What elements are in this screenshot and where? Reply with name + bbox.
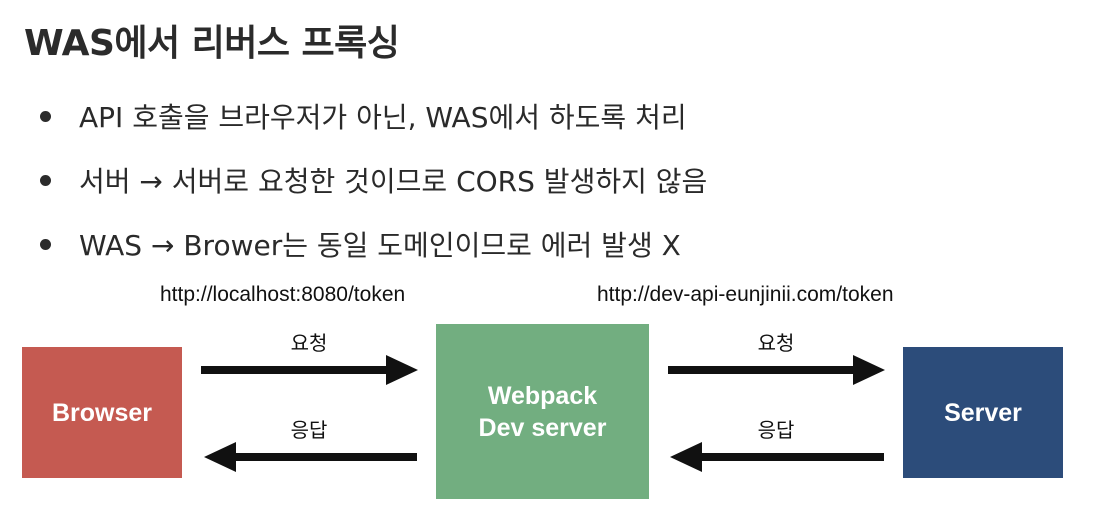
left-request-arrow-icon bbox=[201, 355, 418, 385]
server-label: Server bbox=[944, 398, 1022, 427]
right-request-label: 요청 bbox=[757, 331, 795, 355]
right-response-label: 응답 bbox=[757, 418, 795, 442]
left-request-label: 요청 bbox=[290, 331, 328, 355]
server-box: Server bbox=[903, 347, 1063, 478]
bullet-item: WAS → Brower는 동일 도메인이므로 에러 발생 X bbox=[40, 212, 707, 276]
bullet-text: 서버 → 서버로 요청한 것이므로 CORS 발생하지 않음 bbox=[79, 165, 708, 198]
bullet-dot-icon bbox=[40, 174, 51, 186]
right-response-arrow-icon bbox=[670, 442, 884, 472]
browser-box: Browser bbox=[22, 347, 182, 478]
webpack-label-line1: Webpack bbox=[487, 381, 598, 410]
bullet-item: API 호출을 브라우저가 아닌, WAS에서 하도록 처리 bbox=[40, 84, 707, 148]
left-response-label: 응답 bbox=[290, 418, 328, 442]
bullet-text: API 호출을 브라우저가 아닌, WAS에서 하도록 처리 bbox=[79, 101, 687, 134]
webpack-label-line2: Dev server bbox=[478, 413, 607, 442]
localhost-url: http://localhost:8080/token bbox=[160, 283, 406, 306]
browser-label: Browser bbox=[51, 398, 153, 427]
bullet-dot-icon bbox=[40, 238, 51, 250]
api-url: http://dev-api-eunjinii.com/token bbox=[597, 283, 894, 306]
bullet-dot-icon bbox=[40, 110, 51, 122]
bullet-item: 서버 → 서버로 요청한 것이므로 CORS 발생하지 않음 bbox=[40, 148, 707, 212]
bullet-text: WAS → Brower는 동일 도메인이므로 에러 발생 X bbox=[79, 229, 681, 262]
bullet-list: API 호출을 브라우저가 아닌, WAS에서 하도록 처리 서버 → 서버로 … bbox=[40, 84, 707, 276]
right-request-arrow-icon bbox=[668, 355, 885, 385]
page-title: WAS에서 리버스 프록싱 bbox=[24, 23, 400, 64]
webpack-dev-server-box: Webpack Dev server bbox=[436, 324, 649, 499]
left-response-arrow-icon bbox=[204, 442, 417, 472]
